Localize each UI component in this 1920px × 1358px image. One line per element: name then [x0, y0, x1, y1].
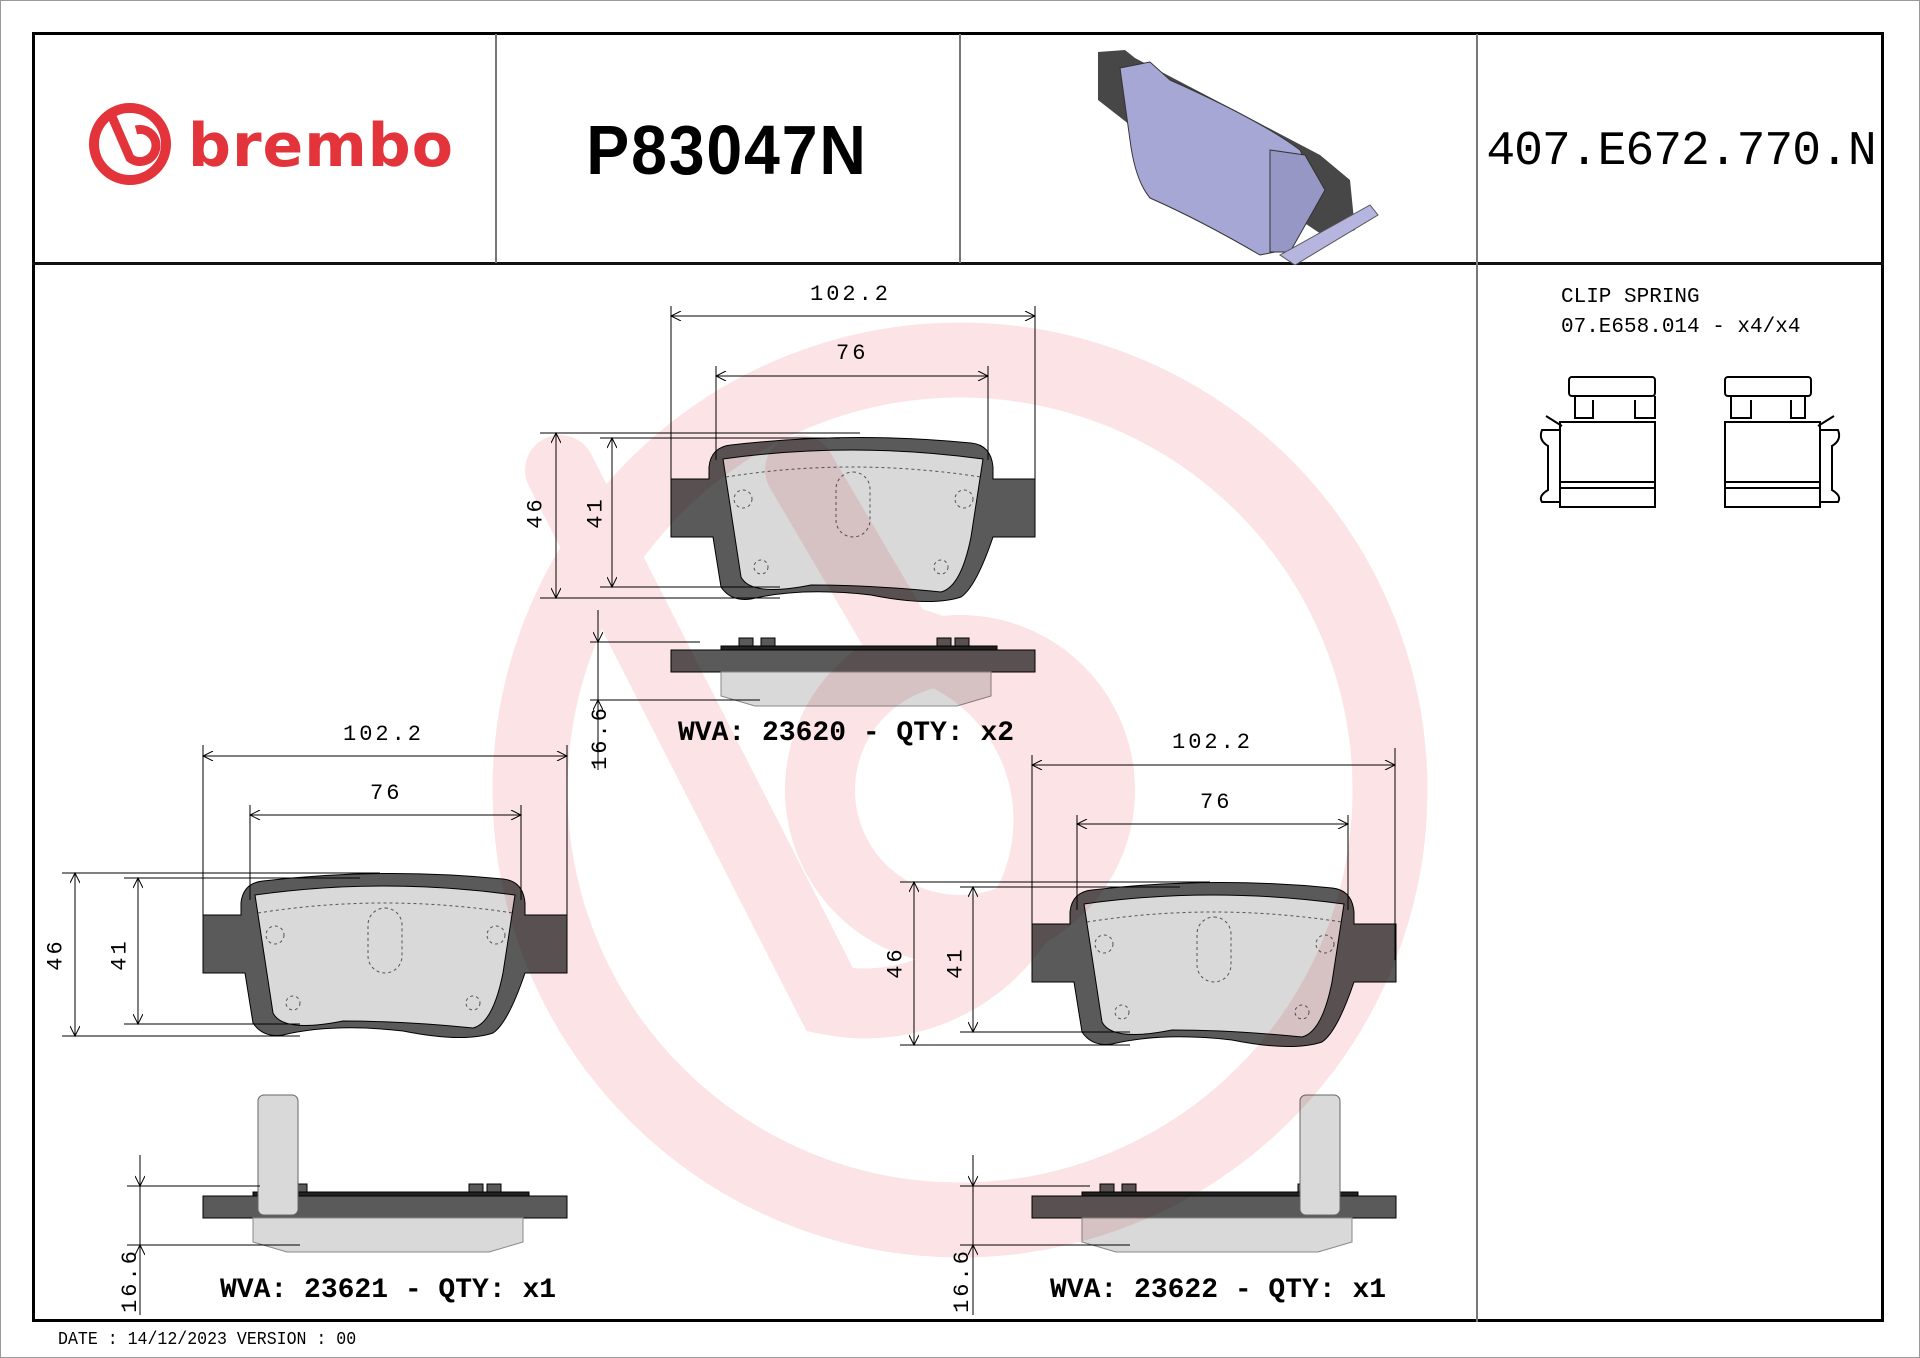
brembo-logo: brembo [88, 96, 468, 201]
clip-spring-drawing-icon [1539, 376, 1841, 508]
left-pad-thickness: 16.6 [117, 1248, 143, 1313]
top-pad-thickness: 16.6 [587, 705, 613, 770]
right-pad-width-overall: 102.2 [1172, 730, 1254, 755]
right-pad-height-inner: 41 [943, 946, 969, 979]
brand-wordmark: brembo [188, 111, 454, 181]
left-pad-height-inner: 41 [107, 938, 133, 971]
left-pad-width-inner: 76 [370, 781, 403, 806]
right-pad-wva-label: WVA: 23622 - QTY: x1 [1050, 1275, 1387, 1306]
clip-spring-label: CLIP SPRING 07.E658.014 - x4/x4 [1561, 283, 1800, 343]
top-pad-wva-label: WVA: 23620 - QTY: x2 [678, 718, 1015, 749]
left-pad-width-overall: 102.2 [343, 722, 425, 747]
brembo-disc-icon: brembo [89, 103, 454, 185]
part-number: P83047N [586, 111, 868, 189]
header-divider-2 [959, 34, 961, 263]
right-pad-thickness: 16.6 [949, 1248, 975, 1313]
reference-code: 407.E672.770.N [1486, 125, 1876, 179]
top-pad-width-overall: 102.2 [810, 282, 892, 307]
clip-spring-title: CLIP SPRING [1561, 286, 1700, 309]
top-pad-height-overall: 46 [523, 496, 549, 529]
pad-3d-render-icon [1098, 50, 1379, 265]
right-pad-height-overall: 46 [883, 946, 909, 979]
top-pad-height-inner: 41 [583, 496, 609, 529]
header-divider-1 [495, 34, 497, 263]
clip-spring-code: 07.E658.014 - x4/x4 [1561, 316, 1801, 339]
left-pad-wva-label: WVA: 23621 - QTY: x1 [220, 1275, 557, 1306]
top-pad-width-inner: 76 [836, 341, 869, 366]
date-version: DATE : 14/12/2023 VERSION : 00 [58, 1330, 357, 1350]
right-pad-width-inner: 76 [1200, 790, 1233, 815]
left-pad-height-overall: 46 [43, 938, 69, 971]
right-column-divider [1476, 34, 1478, 1322]
drawing-frame [32, 32, 1884, 1322]
header-divider [32, 262, 1884, 265]
